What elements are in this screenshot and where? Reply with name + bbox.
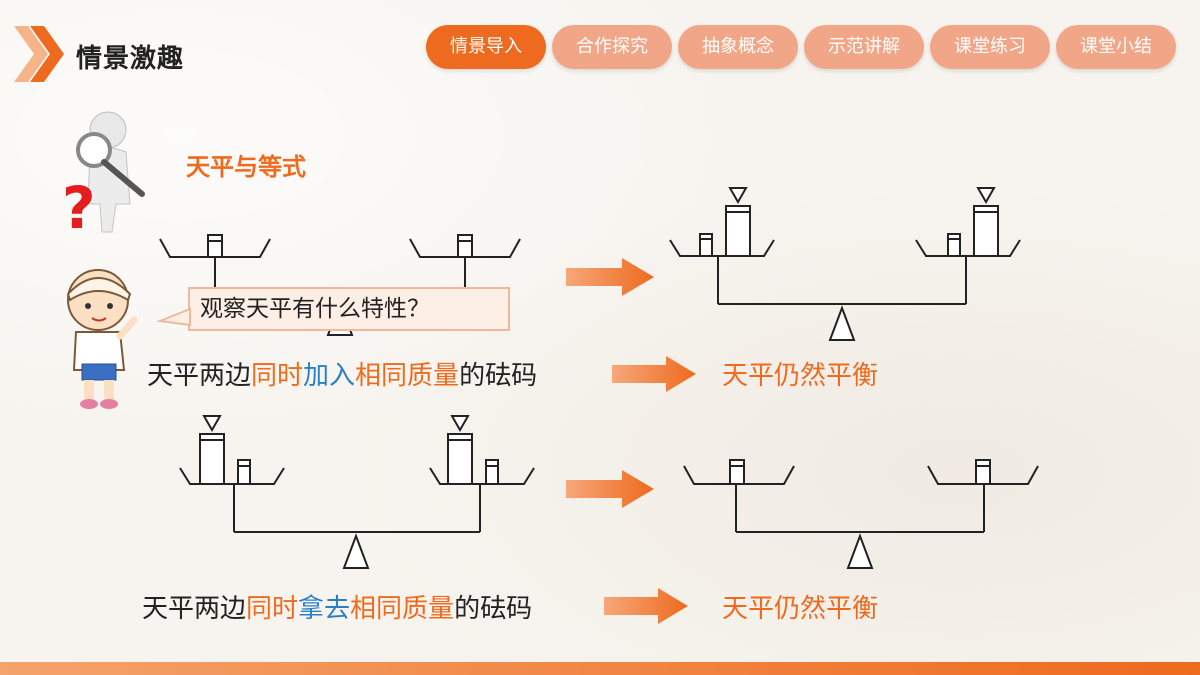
- tab-concept[interactable]: 抽象概念: [678, 25, 798, 69]
- subtitle: 天平与等式: [186, 153, 306, 181]
- right-arrow-icon: [604, 588, 688, 624]
- balance-top-right: [669, 187, 1021, 341]
- tab-summary[interactable]: 课堂小结: [1056, 25, 1176, 69]
- chevron-logo-icon: [14, 26, 64, 82]
- tab-intro[interactable]: 情景导入: [426, 25, 546, 69]
- rule2-text: 天平两边同时拿去相同质量的砝码: [142, 588, 532, 625]
- rule1-part4: 相同质量: [355, 361, 460, 391]
- rule1-part1: 天平两边: [147, 361, 252, 391]
- balance-bottom-right: [683, 459, 1039, 569]
- question-bubble: 观察天平有什么特性？: [188, 287, 510, 331]
- section-title: 情景激趣: [76, 44, 185, 74]
- tab-practice[interactable]: 课堂练习: [930, 25, 1050, 69]
- balance-bottom-left: [179, 415, 535, 569]
- rule1-text: 天平两边同时加入相同质量的砝码: [147, 355, 537, 392]
- magnifier-person-icon: ?: [62, 111, 145, 242]
- nav-tabs: 情景导入 合作探究 抽象概念 示范讲解 课堂练习 课堂小结: [426, 25, 1176, 69]
- right-arrow-icon: [566, 258, 654, 296]
- rule1-part5: 的砝码: [459, 361, 538, 391]
- rule2-part5: 的砝码: [454, 594, 533, 624]
- right-arrow-icon: [612, 356, 696, 392]
- rule2-part3: 拿去: [298, 594, 351, 624]
- rule1-part2: 同时: [251, 361, 304, 391]
- tab-demo[interactable]: 示范讲解: [804, 25, 924, 69]
- rule2-part2: 同时: [246, 594, 299, 624]
- right-arrow-icon: [566, 470, 654, 508]
- svg-text:?: ?: [62, 174, 96, 242]
- tab-explore[interactable]: 合作探究: [552, 25, 672, 69]
- rule1-part3: 加入: [303, 361, 356, 391]
- question-text: 观察天平有什么特性？: [200, 296, 430, 322]
- girl-avatar-icon: [66, 269, 138, 409]
- bottom-bar: [0, 662, 1200, 675]
- rule2-result: 天平仍然平衡: [722, 594, 879, 624]
- rule2-part1: 天平两边: [142, 594, 247, 624]
- bubble-tail: [156, 307, 191, 327]
- rule1-result: 天平仍然平衡: [722, 361, 879, 391]
- rule2-part4: 相同质量: [350, 594, 455, 624]
